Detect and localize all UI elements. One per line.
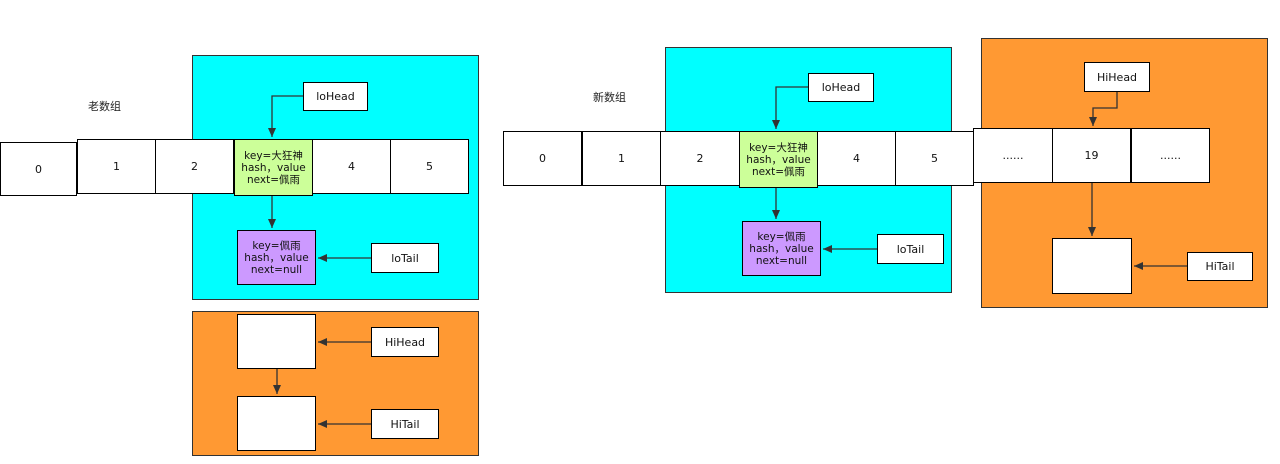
new-bucket-node: key=大狂神 hash，value next=佩雨 bbox=[739, 131, 818, 188]
new-array-cell-ellipsis-1: ...... bbox=[973, 128, 1053, 183]
new-array-label: 新数组 bbox=[593, 91, 626, 104]
old-lotail-pointer: loTail bbox=[371, 243, 439, 273]
old-array-cell-2: 2 bbox=[155, 139, 234, 194]
new-hitail-pointer: HiTail bbox=[1187, 252, 1253, 281]
new-array-cell-1: 1 bbox=[582, 131, 661, 186]
old-hihead-pointer: HiHead bbox=[371, 327, 439, 357]
old-array-cell-5: 5 bbox=[390, 139, 469, 194]
new-hi-node bbox=[1052, 238, 1132, 294]
old-array-cell-1: 1 bbox=[77, 139, 156, 194]
new-array-cell-19: 19 bbox=[1052, 128, 1131, 183]
new-lohead-pointer: loHead bbox=[808, 73, 874, 102]
new-array-cell-0: 0 bbox=[503, 131, 582, 186]
old-lo-node: key=佩雨 hash，value next=null bbox=[237, 230, 316, 285]
old-array-cell-4: 4 bbox=[312, 139, 391, 194]
new-array-cell-2: 2 bbox=[660, 131, 740, 186]
old-array-label: 老数组 bbox=[88, 100, 121, 113]
new-lotail-pointer: loTail bbox=[877, 234, 944, 264]
new-array-cell-4: 4 bbox=[817, 131, 896, 186]
old-hitail-pointer: HiTail bbox=[371, 409, 439, 439]
old-bucket-node: key=大狂神 hash，value next=佩雨 bbox=[234, 139, 313, 196]
old-lohead-pointer: loHead bbox=[303, 82, 368, 111]
new-array-cell-ellipsis-2: ...... bbox=[1131, 128, 1210, 183]
old-hi-node-2 bbox=[237, 396, 316, 451]
new-hihead-pointer: HiHead bbox=[1084, 62, 1150, 92]
old-array-cell-0: 0 bbox=[0, 142, 77, 196]
old-hi-node-1 bbox=[237, 314, 316, 369]
new-array-cell-5: 5 bbox=[895, 131, 974, 186]
new-lo-node: key=佩雨 hash，value next=null bbox=[742, 221, 821, 276]
